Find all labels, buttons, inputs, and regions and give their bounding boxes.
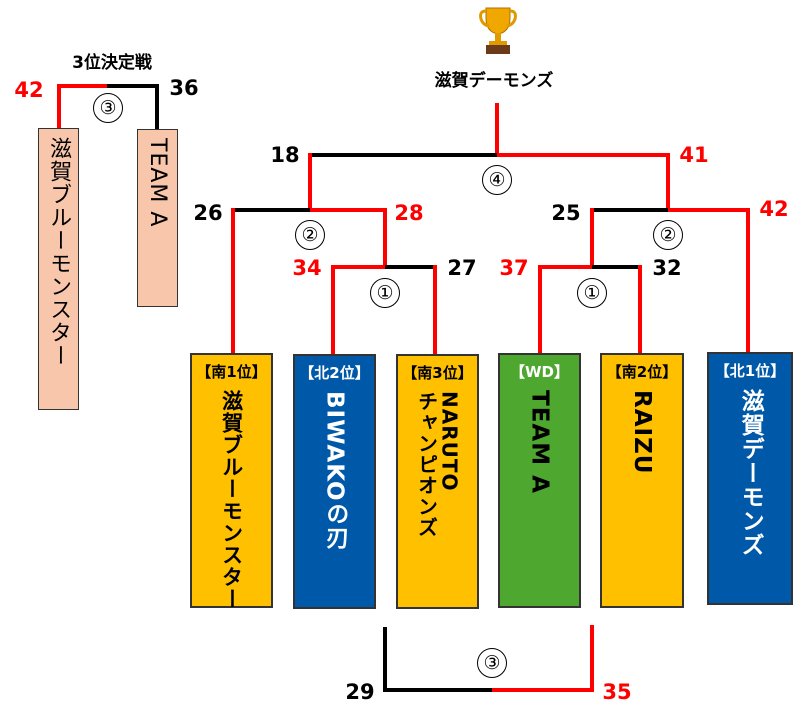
sf-left-score-a: 26 — [193, 201, 223, 225]
bracket-line — [538, 265, 542, 355]
team-name: 滋賀デーモンズ — [737, 389, 764, 557]
bracket-line — [668, 208, 750, 212]
bracket-line — [746, 208, 750, 354]
bracket-line — [57, 84, 61, 129]
team-box[interactable]: 【北1位】 滋賀デーモンズ — [707, 352, 793, 605]
bracket-line — [308, 153, 497, 157]
bracket-line — [331, 265, 385, 269]
bracket-line — [590, 208, 668, 212]
bracket-line — [590, 625, 594, 692]
team-seed: 【南2位】 — [606, 363, 678, 381]
bracket-line — [383, 627, 387, 692]
final-left-score: 18 — [270, 143, 300, 167]
third-right-score: 36 — [169, 76, 199, 100]
team-name: NARUTO チャンピオンズ — [414, 391, 462, 538]
team-seed: 【南3位】 — [402, 364, 473, 382]
team-seed: 【南1位】 — [196, 363, 267, 381]
round-marker: ② — [295, 220, 325, 250]
bracket-line — [497, 153, 670, 157]
team-seed: 【北1位】 — [714, 362, 786, 380]
team-name: BIWAKOの刃 — [321, 391, 348, 550]
bracket-line — [492, 688, 594, 692]
bracket-line — [638, 265, 642, 355]
team-box[interactable]: 【南3位】 NARUTO チャンピオンズ — [396, 354, 479, 609]
sf-right-score-b: 42 — [759, 197, 789, 221]
round-marker: ③ — [477, 648, 507, 678]
round-marker: ① — [577, 278, 607, 308]
team-box[interactable]: 【WD】 TEAM A — [498, 353, 581, 608]
qf-right-score-a: 37 — [499, 256, 529, 280]
team-name: 滋賀ブルーモンスター — [219, 390, 244, 610]
team-seed: 【北2位】 — [299, 364, 370, 382]
team-seed: 【WD】 — [510, 363, 569, 381]
bracket-line — [383, 208, 387, 269]
round-marker: ④ — [482, 165, 512, 195]
team-box[interactable]: TEAM A — [137, 129, 178, 307]
bracket-line — [231, 208, 310, 212]
round-marker: ② — [653, 220, 683, 250]
bracket-line — [57, 84, 107, 88]
team-name: TEAM A — [145, 138, 171, 228]
round-marker: ③ — [93, 93, 123, 123]
bracket-line — [231, 208, 235, 355]
qf-right-score-b: 32 — [652, 256, 682, 280]
bracket-line — [331, 265, 335, 355]
third-left-score: 42 — [14, 78, 44, 102]
bracket-line — [155, 84, 159, 129]
team-name: 滋賀ブルーモンスター — [46, 137, 72, 367]
bracket-line — [433, 265, 437, 355]
qf-left-score-a: 34 — [292, 256, 322, 280]
bracket-line — [495, 103, 499, 157]
bracket-line — [383, 688, 492, 692]
third-place-title: 3位決定戦 — [72, 53, 152, 73]
team-box[interactable]: 【南2位】 RAIZU — [600, 353, 684, 608]
sf-right-score-a: 25 — [551, 201, 581, 225]
team-box[interactable]: 【南1位】 滋賀ブルーモンスター — [190, 353, 273, 610]
bottom-left-score: 29 — [345, 680, 375, 704]
trophy-icon — [479, 7, 517, 54]
qf-left-score-b: 27 — [447, 256, 477, 280]
bottom-right-score: 35 — [602, 680, 632, 704]
team-name: RAIZU — [629, 390, 656, 475]
champion-label: 滋賀デーモンズ — [434, 71, 554, 91]
bracket-line — [107, 84, 159, 88]
bracket-line — [592, 265, 642, 269]
final-right-score: 41 — [679, 143, 709, 167]
round-marker: ① — [370, 278, 400, 308]
bracket-line — [310, 208, 387, 212]
bracket-line — [385, 265, 437, 269]
bracket-line — [666, 153, 670, 212]
team-name: TEAM A — [526, 390, 553, 494]
team-box[interactable]: 滋賀ブルーモンスター — [38, 128, 79, 410]
team-box[interactable]: 【北2位】 BIWAKOの刃 — [293, 354, 376, 609]
bracket-line — [590, 208, 594, 269]
bracket-line — [538, 265, 592, 269]
sf-left-score-b: 28 — [394, 201, 424, 225]
bracket-line — [308, 153, 312, 212]
